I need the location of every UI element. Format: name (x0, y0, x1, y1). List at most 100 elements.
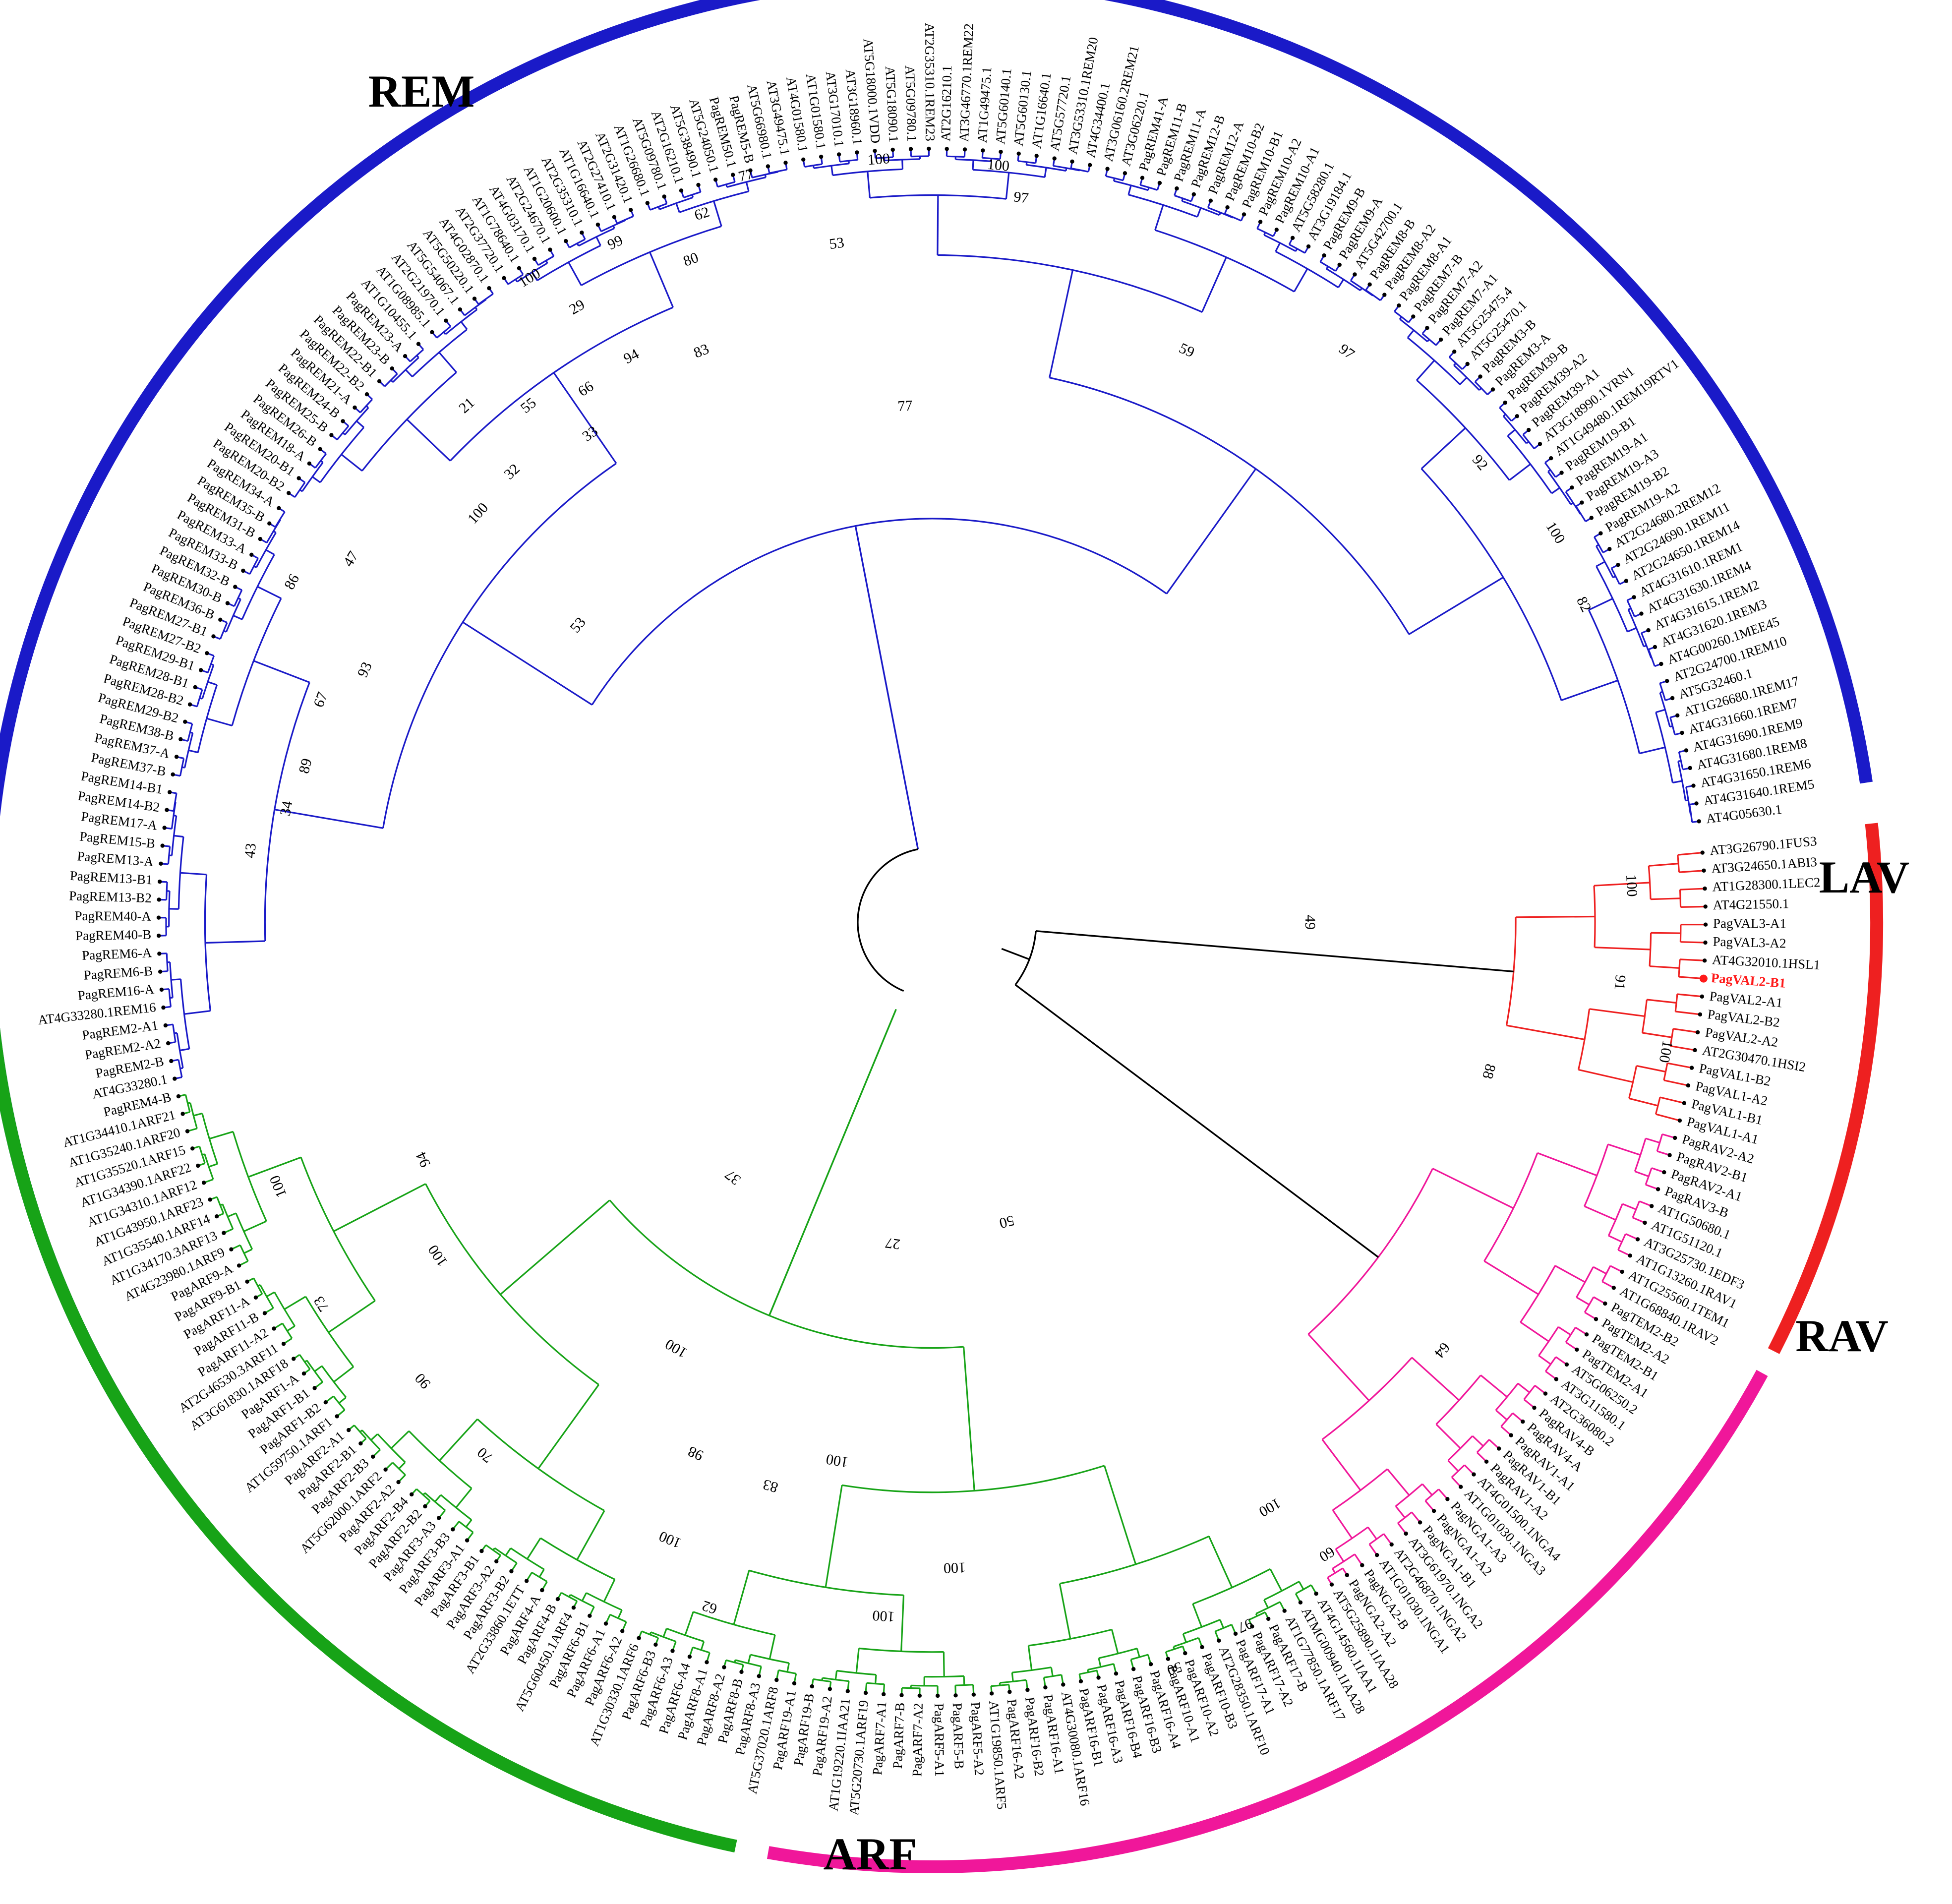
branch (1685, 799, 1689, 802)
leaf-label: AT1G28300.1LEC2 (1712, 875, 1821, 894)
branch-arc (1421, 333, 1437, 346)
branch (1645, 1184, 1658, 1190)
leaf-tip-dot (1016, 151, 1021, 156)
bootstrap-value: 89 (296, 757, 315, 775)
branch (821, 1677, 824, 1681)
leaf-tip-dot (548, 247, 552, 252)
leaf-tip-dot (1702, 868, 1706, 873)
branch (171, 978, 181, 981)
branch (1298, 1581, 1304, 1590)
bootstrap-value: 50 (998, 1212, 1016, 1231)
leaf-tip-dot (335, 1414, 339, 1419)
leaf-tip-dot (215, 1214, 219, 1219)
leaf-tip-dot (1670, 696, 1675, 701)
leaf-tip-dot (1088, 163, 1092, 167)
branch (1500, 1426, 1512, 1436)
leaf-tip-dot (1478, 374, 1482, 379)
leaf-tip-dot (1258, 220, 1263, 224)
bootstrap-value: 98 (686, 1443, 706, 1464)
leaf-tip-dot (1699, 974, 1708, 983)
branch-arc (1114, 180, 1149, 191)
branch-arc (1098, 1648, 1137, 1659)
leaf-tip-dot (819, 154, 824, 159)
branch-arc (1547, 471, 1572, 505)
leaf-tip-dot (267, 521, 272, 526)
leaf-tip-dot (1484, 1459, 1489, 1464)
branch (1578, 1069, 1633, 1083)
branch-arc (1538, 1326, 1559, 1356)
bootstrap-value: 59 (1177, 340, 1197, 360)
branch (243, 1249, 253, 1254)
branch (1555, 1356, 1567, 1366)
leaf-tip-dot (945, 147, 949, 151)
branch (675, 203, 680, 213)
leaf-tip-dot (371, 1454, 375, 1459)
branch (1196, 207, 1202, 217)
branch (1656, 1113, 1680, 1122)
leaf-tip-dot (1061, 1682, 1065, 1687)
branch-arc (1394, 310, 1409, 323)
leaf-tip-dot (193, 685, 197, 690)
branch (1639, 746, 1665, 755)
branch (576, 243, 580, 246)
bootstrap-value: 70 (474, 1444, 496, 1466)
leaf-tip-dot (1431, 1509, 1436, 1513)
branch-arc (1678, 959, 1681, 977)
branch (568, 1594, 571, 1598)
branch (1625, 1233, 1638, 1240)
leaf-tip-dot (748, 168, 753, 173)
branch (341, 454, 363, 472)
branch (1651, 1167, 1664, 1173)
backbone-branch (854, 526, 919, 850)
branch (1293, 268, 1308, 293)
branch (438, 352, 457, 373)
branch (1679, 870, 1704, 873)
branch (1432, 1168, 1514, 1209)
bootstrap-value: 100 (266, 1173, 290, 1200)
leaf-tip-dot (1345, 1573, 1349, 1577)
branch (725, 184, 728, 187)
leaf-tip-dot (1266, 1616, 1271, 1621)
leaf-labels: AT4G05630.1AT4G31640.1REM5AT4G31650.1REM… (37, 23, 1821, 1816)
branch (1453, 362, 1457, 366)
family-arcs (0, 0, 1883, 1874)
leaf-tip-dot (1689, 1066, 1694, 1070)
branch (568, 262, 582, 286)
branch (595, 237, 601, 246)
leaf-tip-dot (296, 476, 301, 480)
branch-arc (683, 191, 701, 199)
branch-arc (219, 622, 228, 640)
branch (1651, 897, 1681, 900)
branch-arc (198, 1146, 206, 1164)
branch (603, 1579, 616, 1602)
branch (769, 1634, 776, 1660)
leaf-tip-dot (323, 1400, 328, 1405)
leaf-tip-dot (158, 879, 162, 884)
branch (233, 614, 242, 620)
leaf-tip-dot (161, 1005, 166, 1010)
branch (531, 272, 538, 281)
leaf-label: PagREM15-B (79, 829, 156, 851)
branch (1027, 1645, 1033, 1670)
branch-arc (184, 733, 194, 768)
leaf-tip-dot (757, 1674, 762, 1678)
leaf-tip-dot (1105, 167, 1110, 171)
branch (700, 1641, 705, 1651)
branch-arc (1399, 318, 1428, 343)
branch (1407, 329, 1415, 339)
leaf-tip-dot (1665, 679, 1669, 683)
bootstrap-value: 100 (825, 1451, 850, 1471)
branch-arc (1584, 1297, 1595, 1313)
leaf-tip-dot (999, 150, 1003, 154)
branch-arc (1659, 683, 1666, 701)
branch (1182, 1633, 1187, 1643)
bootstrap-value: 66 (575, 378, 596, 400)
backbone-branch (1036, 930, 1514, 973)
branch (1632, 1217, 1646, 1224)
branch (439, 1419, 478, 1461)
leaf-label: AT5G09780.1 (902, 65, 919, 142)
branch (1464, 1464, 1475, 1475)
leaf-label: PagARF5-A2 (968, 1702, 987, 1776)
bootstrap-value: 92 (1469, 452, 1491, 474)
leaf-tip-dot (1123, 171, 1127, 176)
